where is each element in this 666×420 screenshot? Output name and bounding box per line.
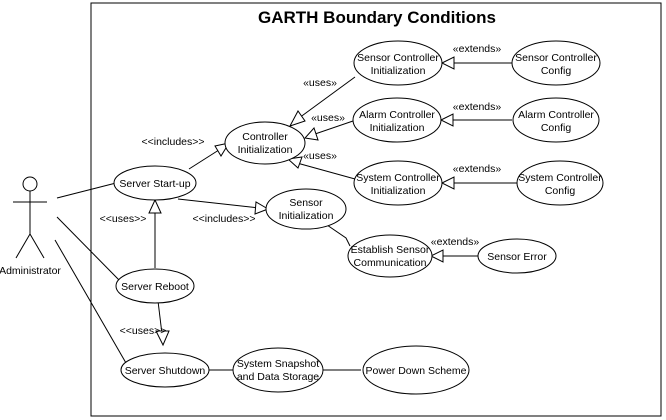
svg-text:Sensor: Sensor — [289, 197, 323, 209]
svg-text:Establish Sensor: Establish Sensor — [351, 244, 430, 256]
usecase-alarm-ctrl-init: Alarm Controller Initialization — [352, 97, 442, 143]
usecase-system-ctrl-init: System Controller Initialization — [353, 160, 443, 206]
svg-text:Alarm Controller: Alarm Controller — [518, 109, 594, 121]
svg-text:Config: Config — [541, 122, 572, 134]
usecase-sensor-init: Sensor Initialization — [265, 188, 347, 230]
edge-alarmctrl-controller — [314, 120, 354, 135]
usecase-server-reboot: Server Reboot — [115, 268, 195, 304]
usecase-alarm-ctrl-config: Alarm Controller Config — [512, 97, 600, 143]
label-uses-reboot-shutdown: <<uses>> — [120, 325, 167, 337]
assoc-actor-startup — [56, 182, 117, 199]
edge-reboot-shutdown — [157, 300, 163, 335]
svg-text:Controller: Controller — [242, 131, 288, 143]
label-extends-sensorconfig: «extends» — [453, 43, 502, 55]
usecase-sensor-ctrl-init: Sensor Controller Initialization — [353, 40, 443, 86]
label-extends-alarmconfig: «extends» — [453, 101, 502, 113]
edge-startup-sensorinit — [177, 198, 260, 209]
label-uses-systemctrl: «uses» — [303, 150, 337, 162]
edge-sensorctrl-controller — [298, 76, 356, 119]
usecase-server-shutdown: Server Shutdown — [120, 352, 210, 388]
svg-text:Initialization: Initialization — [238, 144, 293, 156]
svg-text:Initialization: Initialization — [370, 122, 425, 134]
svg-text:Server Shutdown: Server Shutdown — [125, 365, 206, 377]
label-extends-sensorerror: «extends» — [431, 236, 480, 248]
svg-text:Initialization: Initialization — [371, 185, 426, 197]
svg-text:Sensor Controller: Sensor Controller — [515, 52, 597, 64]
svg-text:Server Start-up: Server Start-up — [119, 178, 190, 190]
edge-startup-controller — [188, 147, 223, 170]
svg-text:System Controller: System Controller — [518, 172, 602, 184]
label-uses-sensorctrl: «uses» — [303, 77, 337, 89]
usecase-power-down: Power Down Scheme — [362, 345, 470, 395]
actor-label: Administrator — [0, 265, 61, 277]
svg-text:Server Reboot: Server Reboot — [121, 281, 189, 293]
svg-text:Config: Config — [545, 185, 576, 197]
usecase-establish-sensor-comm: Establish Sensor Communication — [347, 234, 433, 278]
edge-systemctrl-controller — [296, 162, 356, 180]
usecase-server-startup: Server Start-up — [113, 165, 197, 201]
svg-text:and Data Storage: and Data Storage — [237, 371, 319, 383]
svg-text:Initialization: Initialization — [371, 65, 426, 77]
label-uses-reboot-startup: <<uses>> — [100, 213, 147, 225]
usecase-sensor-ctrl-config: Sensor Controller Config — [511, 40, 601, 86]
usecase-controller-init: Controller Initialization — [224, 121, 306, 165]
label-extends-systemconfig: «extends» — [453, 163, 502, 175]
label-uses-alarmctrl: «uses» — [311, 112, 345, 124]
svg-text:System Controller: System Controller — [356, 172, 440, 184]
usecase-sensor-error: Sensor Error — [477, 238, 557, 274]
svg-text:Power Down Scheme: Power Down Scheme — [366, 365, 467, 377]
svg-text:Config: Config — [541, 65, 572, 77]
usecase-system-snapshot: System Snapshot and Data Storage — [232, 347, 324, 393]
usecase-system-ctrl-config: System Controller Config — [516, 160, 604, 206]
edge-sensorinit-comm — [326, 224, 351, 247]
label-includes-sensor: <<includes>> — [192, 213, 255, 225]
assoc-actor-reboot — [56, 216, 121, 282]
svg-text:Sensor Error: Sensor Error — [487, 251, 547, 263]
assoc-actor-shutdown — [54, 239, 127, 364]
svg-text:Sensor Controller: Sensor Controller — [357, 52, 439, 64]
svg-text:System Snapshot: System Snapshot — [237, 358, 319, 370]
svg-text:Alarm Controller: Alarm Controller — [359, 109, 435, 121]
svg-text:Initialization: Initialization — [279, 210, 334, 222]
svg-text:Communication: Communication — [354, 257, 427, 269]
administrator-actor — [13, 176, 47, 259]
diagram-title: GARTH Boundary Conditions — [258, 8, 496, 27]
label-includes-controller: <<includes>> — [141, 136, 204, 148]
